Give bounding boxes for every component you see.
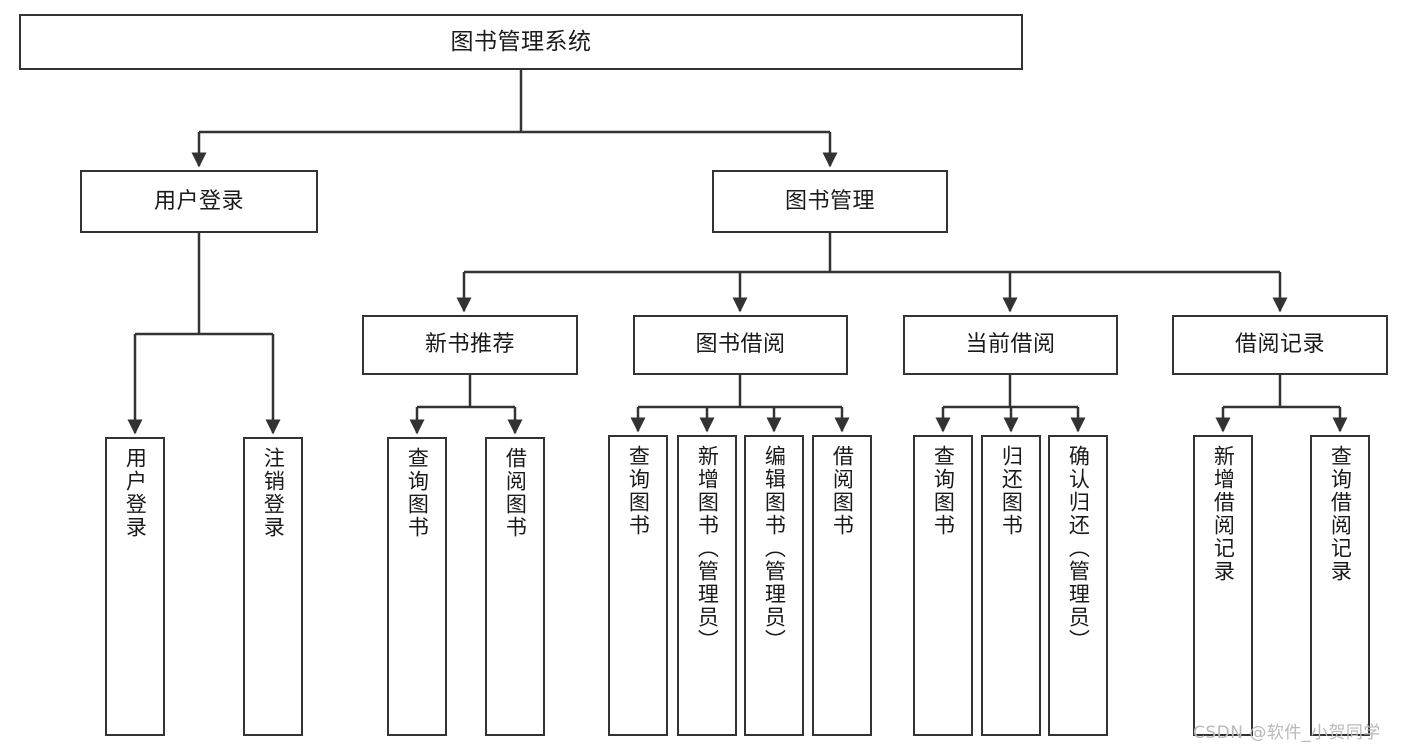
node-confirm-return-admin[interactable]: 确认归还（管理员） <box>1048 435 1108 736</box>
node-user-login-leaf[interactable]: 用户登录 <box>105 437 165 736</box>
node-borrow-book-1-label: 借阅图书 <box>503 447 528 539</box>
node-borrow-record-label: 借阅记录 <box>1234 332 1325 358</box>
watermark: CSDN @软件_小贺同学 <box>1193 723 1381 743</box>
node-query-borrow-record[interactable]: 查询借阅记录 <box>1310 435 1370 736</box>
node-borrow-record[interactable]: 借阅记录 <box>1172 315 1388 375</box>
node-borrow-book-1[interactable]: 借阅图书 <box>485 437 545 736</box>
node-query-borrow-record-label: 查询借阅记录 <box>1328 445 1353 583</box>
node-return-book[interactable]: 归还图书 <box>981 435 1041 736</box>
node-query-book-2-label: 查询图书 <box>626 445 651 537</box>
node-confirm-return-admin-label: 确认归还（管理员） <box>1066 445 1091 652</box>
node-user-login[interactable]: 用户登录 <box>80 170 318 233</box>
node-query-book-1[interactable]: 查询图书 <box>387 437 447 736</box>
node-new-book-recommend[interactable]: 新书推荐 <box>362 315 578 375</box>
node-user-login-label: 用户登录 <box>153 188 244 214</box>
node-add-borrow-record-label: 新增借阅记录 <box>1211 445 1236 583</box>
node-add-borrow-record[interactable]: 新增借阅记录 <box>1193 435 1253 736</box>
node-book-management[interactable]: 图书管理 <box>712 170 948 233</box>
node-add-book-admin-label: 新增图书（管理员） <box>695 445 720 652</box>
node-root[interactable]: 图书管理系统 <box>19 14 1023 70</box>
node-current-borrow-label: 当前借阅 <box>965 332 1056 358</box>
node-borrow-book-2[interactable]: 借阅图书 <box>812 435 872 736</box>
node-add-book-admin[interactable]: 新增图书（管理员） <box>677 435 737 736</box>
node-query-book-3-label: 查询图书 <box>931 445 956 537</box>
node-query-book-1-label: 查询图书 <box>405 447 430 539</box>
node-current-borrow[interactable]: 当前借阅 <box>903 315 1118 375</box>
node-book-borrow-label: 图书借阅 <box>695 332 786 358</box>
node-book-management-label: 图书管理 <box>784 188 875 214</box>
node-new-book-recommend-label: 新书推荐 <box>424 332 515 358</box>
node-logout-leaf-label: 注销登录 <box>261 447 286 539</box>
node-book-borrow[interactable]: 图书借阅 <box>633 315 848 375</box>
node-borrow-book-2-label: 借阅图书 <box>830 445 855 537</box>
node-edit-book-admin-label: 编辑图书（管理员） <box>762 445 787 652</box>
node-edit-book-admin[interactable]: 编辑图书（管理员） <box>744 435 804 736</box>
node-query-book-3[interactable]: 查询图书 <box>913 435 973 736</box>
node-root-label: 图书管理系统 <box>450 28 592 55</box>
node-user-login-leaf-label: 用户登录 <box>123 447 148 539</box>
node-logout-leaf[interactable]: 注销登录 <box>243 437 303 736</box>
node-return-book-label: 归还图书 <box>999 445 1024 537</box>
node-query-book-2[interactable]: 查询图书 <box>608 435 668 736</box>
